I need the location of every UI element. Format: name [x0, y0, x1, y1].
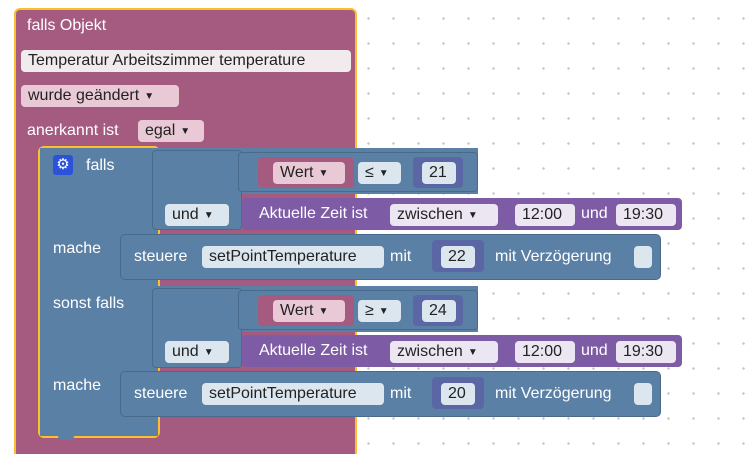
variable-dropdown-2[interactable]: Wert ▼	[273, 300, 345, 322]
delay-checkbox-1[interactable]	[634, 246, 652, 268]
action-number-input-2[interactable]: 20	[441, 383, 475, 405]
dropdown-arrow-icon: ▼	[203, 210, 214, 221]
gear-icon[interactable]: ⚙	[53, 155, 73, 175]
action-number-input-1[interactable]: 22	[441, 246, 475, 268]
logic-op-dropdown-1[interactable]: und ▼	[165, 204, 229, 226]
action-number-value-1: 22	[448, 248, 466, 265]
time-label-2: Aktuelle Zeit ist	[259, 342, 368, 359]
ack-value: egal	[145, 122, 176, 139]
operator-value-1: ≤	[365, 164, 374, 181]
dropdown-arrow-icon: ▼	[378, 306, 389, 317]
time-to-value-2: 19:30	[623, 343, 664, 360]
action-mit-label-1: mit	[390, 248, 412, 265]
dropdown-arrow-icon: ▼	[467, 347, 478, 358]
number-input-2[interactable]: 24	[422, 300, 456, 322]
action-state-value-2: setPointTemperature	[209, 385, 357, 402]
time-mode-dropdown-2[interactable]: zwischen ▼	[390, 341, 498, 363]
variable-dropdown-1[interactable]: Wert ▼	[273, 162, 345, 184]
logic-op-value-2: und	[172, 343, 199, 360]
variable-value-2: Wert	[280, 302, 314, 319]
delay-label-1: mit Verzögerung	[495, 248, 612, 265]
logic-op-dropdown-2[interactable]: und ▼	[165, 341, 229, 363]
time-mode-dropdown-1[interactable]: zwischen ▼	[390, 204, 498, 226]
time-from-value-2: 12:00	[522, 343, 563, 360]
falls-label: falls	[86, 157, 115, 174]
dropdown-arrow-icon: ▼	[318, 168, 329, 179]
change-mode-dropdown[interactable]: wurde geändert ▼	[21, 85, 179, 107]
time-label-1: Aktuelle Zeit ist	[259, 205, 368, 222]
dropdown-arrow-icon: ▼	[144, 91, 155, 102]
time-from-value-1: 12:00	[522, 206, 563, 223]
ack-dropdown[interactable]: egal ▼	[138, 120, 204, 142]
logic-op-value-1: und	[172, 206, 199, 223]
operator-dropdown-1[interactable]: ≤▼	[358, 162, 401, 184]
variable-value-1: Wert	[280, 164, 314, 181]
change-mode-value: wurde geändert	[28, 87, 140, 104]
if-block-bottom-notch	[58, 434, 74, 440]
mache-label-2: mache	[53, 377, 102, 394]
time-mode-value-2: zwischen	[397, 343, 463, 360]
number-value-1: 21	[429, 164, 447, 181]
time-to-value-1: 19:30	[623, 206, 664, 223]
object-id-label: Temperatur Arbeitszimmer temperature	[28, 52, 306, 69]
dropdown-arrow-icon: ▼	[203, 347, 214, 358]
dropdown-arrow-icon: ▼	[467, 210, 478, 221]
mache-label-1: mache	[53, 240, 102, 257]
time-to-field-2[interactable]: 19:30	[616, 341, 676, 363]
operator-value-2: ≥	[365, 302, 374, 319]
action-label-2: steuere	[134, 385, 188, 402]
action-number-value-2: 20	[448, 385, 466, 402]
sonst-falls-label: sonst falls	[53, 295, 125, 312]
time-from-field-1[interactable]: 12:00	[515, 204, 575, 226]
action-state-field-2[interactable]: setPointTemperature	[202, 383, 384, 405]
action-state-field-1[interactable]: setPointTemperature	[202, 246, 384, 268]
time-mode-value-1: zwischen	[397, 206, 463, 223]
delay-label-2: mit Verzögerung	[495, 385, 612, 402]
dropdown-arrow-icon: ▼	[378, 168, 389, 179]
dropdown-arrow-icon: ▼	[180, 126, 191, 137]
dropdown-arrow-icon: ▼	[318, 306, 329, 317]
action-mit-label-2: mit	[390, 385, 412, 402]
if-block-footer	[40, 418, 158, 436]
time-and-label-2: und	[581, 342, 608, 359]
number-input-1[interactable]: 21	[422, 162, 456, 184]
time-to-field-1[interactable]: 19:30	[616, 204, 676, 226]
operator-dropdown-2[interactable]: ≥▼	[358, 300, 401, 322]
time-from-field-2[interactable]: 12:00	[515, 341, 575, 363]
delay-checkbox-2[interactable]	[634, 383, 652, 405]
action-state-value-1: setPointTemperature	[209, 248, 357, 265]
object-id-field[interactable]: Temperatur Arbeitszimmer temperature	[21, 50, 351, 72]
time-and-label-1: und	[581, 205, 608, 222]
action-label-1: steuere	[134, 248, 188, 265]
number-value-2: 24	[429, 302, 447, 319]
ack-label: anerkannt ist	[27, 122, 119, 139]
trigger-title: falls Objekt	[27, 17, 107, 34]
